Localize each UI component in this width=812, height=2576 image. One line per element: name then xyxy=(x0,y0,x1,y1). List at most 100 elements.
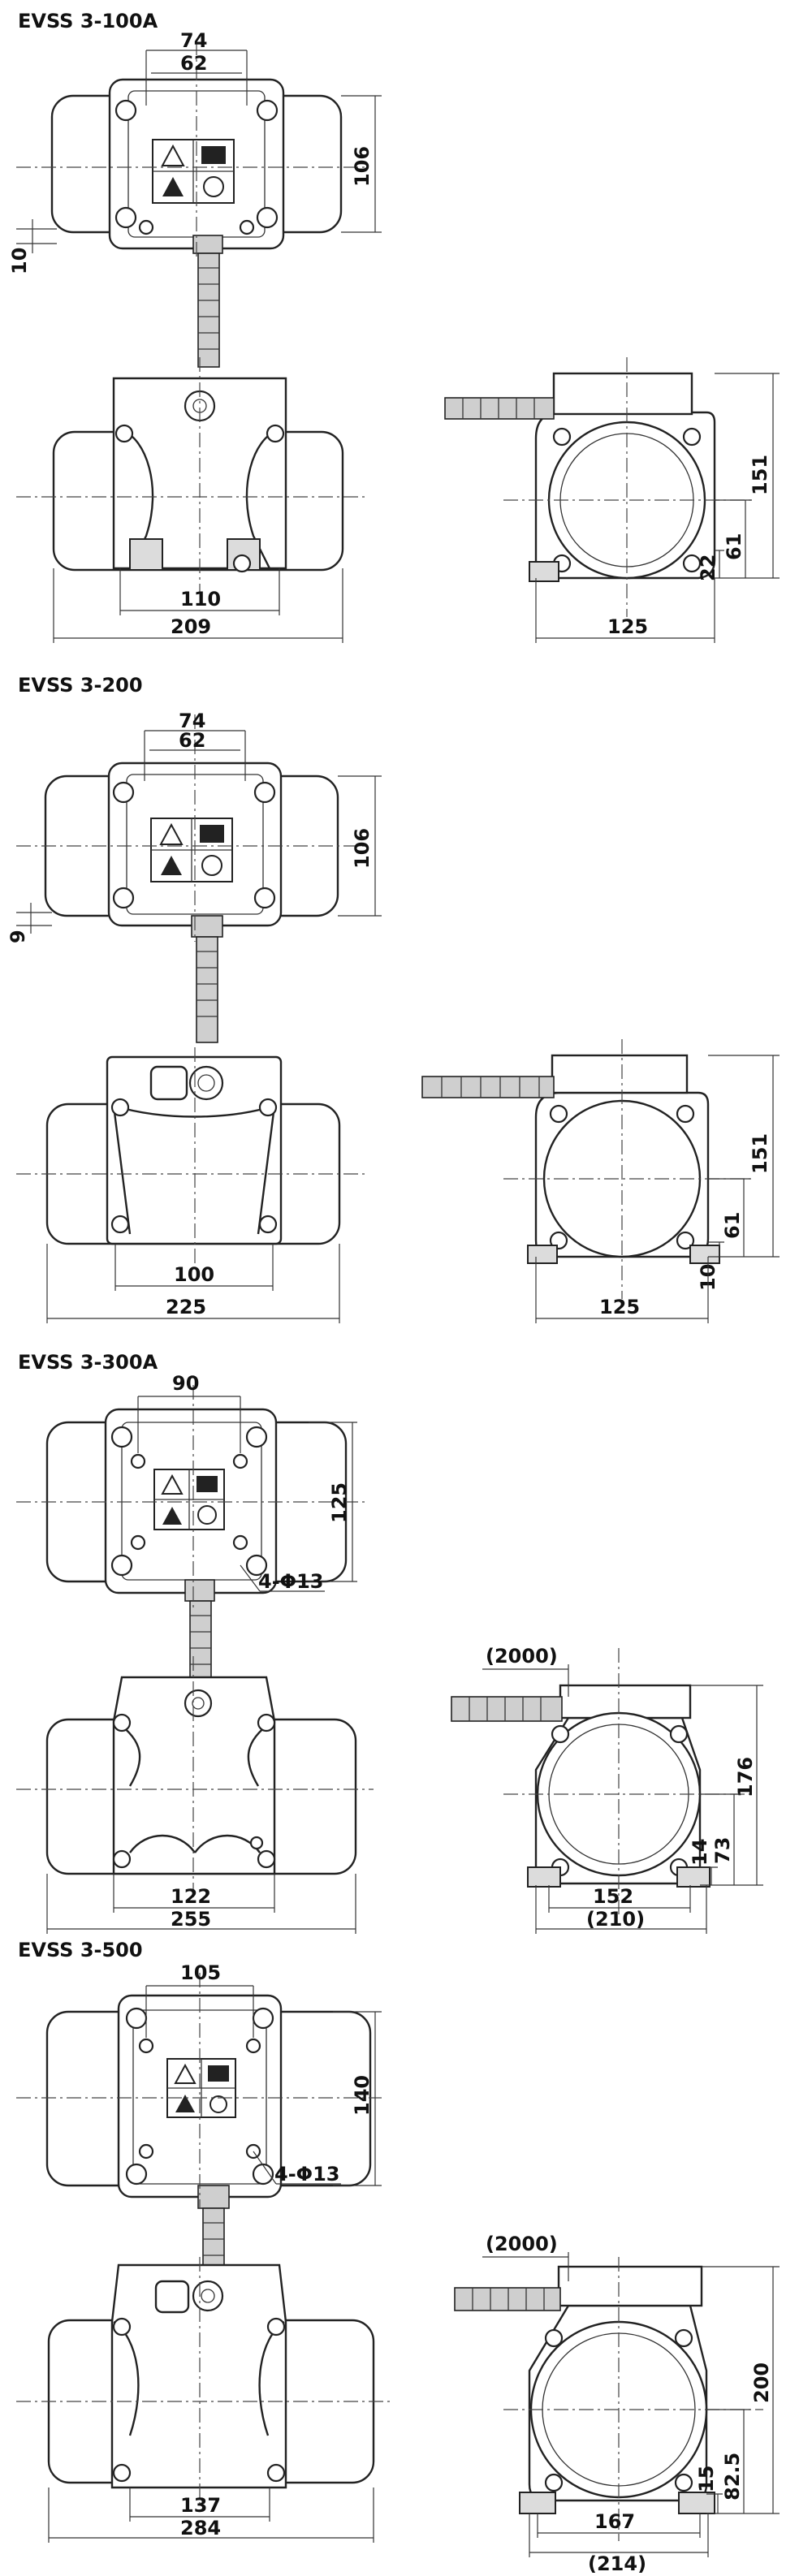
dim-label: 22 xyxy=(697,554,719,581)
dim-label: 209 xyxy=(171,615,211,638)
frame-body xyxy=(106,1055,283,1245)
top-view: 74 62 106 10 xyxy=(8,29,382,368)
warning-triangle-icon xyxy=(161,1474,184,1495)
power-cable xyxy=(421,1076,555,1098)
dim-label: 125 xyxy=(607,615,648,638)
ground-icon xyxy=(197,1505,217,1525)
frame-body xyxy=(110,2263,287,2489)
hole-callout: 4-Φ13 xyxy=(274,2163,339,2186)
cable-gland xyxy=(188,1065,224,1101)
dim-label: 151 xyxy=(749,455,771,495)
dim-label: 284 xyxy=(180,2517,221,2539)
dim-label: 176 xyxy=(734,1757,757,1797)
dim-label: 15 xyxy=(695,2466,718,2492)
dim-label: 152 xyxy=(593,1885,633,1908)
dim-label: (214) xyxy=(588,2552,646,2575)
dim-label: 73 xyxy=(711,1837,734,1864)
dim-label: 74 xyxy=(179,710,205,732)
ground-icon xyxy=(203,176,224,197)
side-view: 137 284 xyxy=(16,2257,390,2543)
warning-triangle-icon xyxy=(161,144,185,166)
dim-label: 14 xyxy=(689,1839,711,1866)
manual-book-icon xyxy=(200,825,224,843)
cable-gland xyxy=(184,1689,213,1718)
manual-book-icon xyxy=(208,2065,229,2082)
terminal-box xyxy=(551,1054,689,1094)
hazard-triangle-icon xyxy=(175,2095,195,2112)
ground-terminal-icon xyxy=(249,1836,264,1850)
dim-label: 10 xyxy=(8,248,31,274)
cable-gland xyxy=(192,2280,224,2312)
warning-triangle-icon xyxy=(159,822,184,845)
dim-label: 61 xyxy=(721,1212,744,1239)
terminal-box xyxy=(557,2265,703,2307)
model-title: EVSS 3-500 xyxy=(18,1939,143,1961)
dim-label: 82.5 xyxy=(721,2453,744,2500)
model-title: EVSS 3-300A xyxy=(18,1351,158,1374)
dim-label: 90 xyxy=(172,1372,199,1395)
side-view: 122 255 xyxy=(16,1656,374,1934)
dim-label: (2000) xyxy=(486,1645,558,1668)
model-title: EVSS 3-100A xyxy=(18,10,158,32)
hazard-triangle-icon xyxy=(162,177,184,196)
hole-callout: 4-Φ13 xyxy=(258,1570,323,1593)
manual-book-icon xyxy=(197,1476,218,1492)
top-view: 90 125 4-Φ13 xyxy=(16,1372,365,1696)
ground-terminal-icon xyxy=(232,554,252,573)
hazard-triangle-icon xyxy=(161,856,182,875)
side-view: 100 225 xyxy=(16,1047,365,1323)
end-view: (2000) 176 73 14 152 (210) xyxy=(451,1645,763,1934)
section-evss-3-500: EVSS 3-500 xyxy=(16,1939,780,2575)
dim-label: 125 xyxy=(599,1296,640,1318)
dim-label: 106 xyxy=(351,146,374,187)
dim-label: 140 xyxy=(351,2075,374,2116)
terminal-box xyxy=(552,372,693,416)
cable-gland xyxy=(154,2280,190,2314)
dim-label: 74 xyxy=(180,29,207,52)
dim-label: 106 xyxy=(351,828,374,869)
mounting-holes xyxy=(110,1426,268,1577)
power-cable xyxy=(191,915,223,1043)
ground-icon xyxy=(209,2095,227,2113)
frame-body xyxy=(112,377,287,570)
top-view: 105 140 4-Φ13 xyxy=(16,1961,382,2298)
mounting-holes xyxy=(112,781,276,909)
power-cable xyxy=(454,2287,561,2311)
end-view: 151 61 10 125 xyxy=(421,1039,780,1323)
dim-label: 9 xyxy=(6,930,29,943)
hazard-triangle-icon xyxy=(162,1507,182,1525)
dim-label: (2000) xyxy=(486,2233,558,2255)
dim-label: 255 xyxy=(171,1908,211,1931)
dim-label: 151 xyxy=(749,1133,771,1174)
dim-label: 137 xyxy=(180,2494,221,2517)
dim-label: 110 xyxy=(180,588,221,611)
dim-label: 105 xyxy=(180,1961,221,1984)
dim-label: 167 xyxy=(594,2510,635,2533)
mounting-holes xyxy=(114,99,279,235)
section-evss-3-300a: EVSS 3-300A xyxy=(16,1351,763,1934)
side-view: 110 209 xyxy=(16,357,365,643)
cable-gland xyxy=(149,1065,188,1101)
power-cable xyxy=(192,235,223,368)
power-cable xyxy=(451,1696,563,1722)
dim-label: 200 xyxy=(750,2362,773,2403)
dim-label: 62 xyxy=(180,52,207,75)
ground-icon xyxy=(201,855,222,876)
dim-label: 125 xyxy=(328,1482,351,1523)
end-view: 151 61 22 125 xyxy=(444,357,780,643)
top-view: 74 62 106 9 xyxy=(6,710,382,1043)
section-evss-3-100a: EVSS 3-100A xyxy=(8,10,780,643)
warning-triangle-icon xyxy=(174,2063,197,2084)
dim-label: 61 xyxy=(723,533,745,560)
power-cable xyxy=(444,397,555,420)
dim-label: 225 xyxy=(166,1296,206,1318)
section-evss-3-200: EVSS 3-200 xyxy=(6,674,780,1323)
dim-label: 62 xyxy=(179,729,205,752)
model-title: EVSS 3-200 xyxy=(18,674,143,697)
dim-label: 122 xyxy=(171,1885,211,1908)
dim-label: (210) xyxy=(586,1908,645,1931)
manual-book-icon xyxy=(201,146,226,164)
end-view: (2000) 200 82.5 15 167 (214) xyxy=(454,2233,780,2575)
dim-label: 100 xyxy=(174,1263,214,1286)
